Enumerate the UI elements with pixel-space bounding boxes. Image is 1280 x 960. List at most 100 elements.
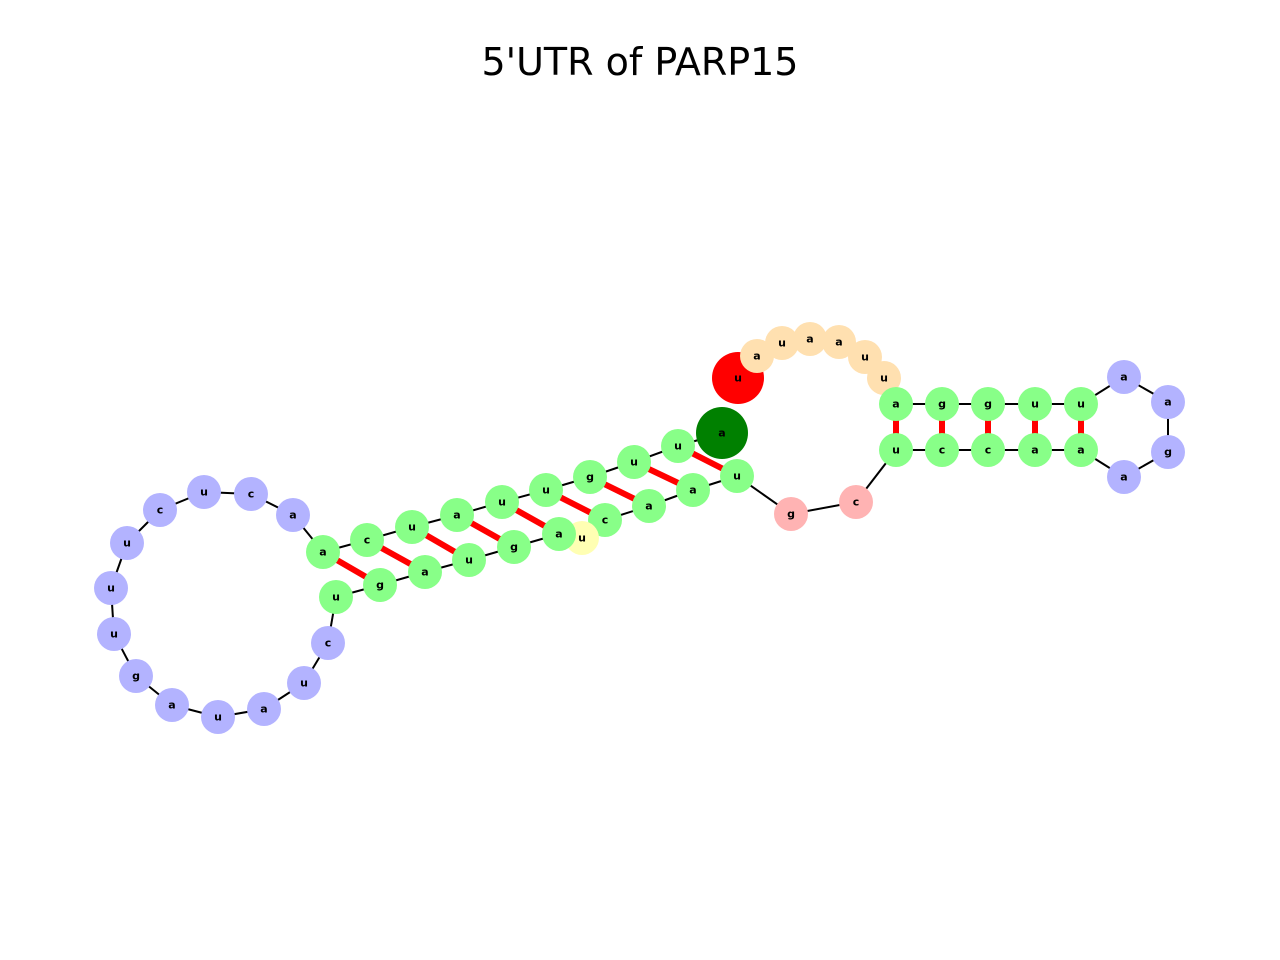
nucleotide-label: g: [376, 579, 384, 592]
nucleotide-label: g: [510, 541, 518, 554]
nucleotide-node-stem: g: [497, 530, 531, 564]
nucleotide-circle: [839, 485, 873, 519]
nucleotide-circle: [97, 617, 131, 651]
nucleotide-node-hairpin-loop: u: [187, 475, 221, 509]
nucleotide-node-unpaired-5prime: a: [822, 325, 856, 359]
nucleotide-node-stem: u: [485, 485, 519, 519]
nucleotide-label: u: [300, 677, 308, 690]
nucleotide-label: c: [602, 514, 609, 527]
nucleotide-circle: [879, 387, 913, 421]
nucleotide-circle: [395, 510, 429, 544]
nucleotide-node-stem: c: [925, 433, 959, 467]
base-pair-bond: [376, 543, 416, 569]
nucleotide-node-unpaired-5prime: u: [867, 361, 901, 395]
nucleotide-node-stem: a: [1018, 433, 1052, 467]
nucleotide-circle: [287, 666, 321, 700]
nucleotide-label: g: [984, 398, 992, 411]
nucleotide-node-hairpin-loop: u: [110, 526, 144, 560]
nucleotide-circle: [319, 580, 353, 614]
nucleotide-label: u: [200, 486, 208, 499]
base-pair-bond: [643, 464, 684, 488]
nucleotide-circle: [1151, 385, 1185, 419]
nucleotide-label: u: [892, 444, 900, 457]
nucleotide-label: u: [110, 628, 118, 641]
nucleotide-label: u: [778, 337, 786, 350]
nucleotide-label: c: [853, 496, 860, 509]
nucleotide-node-stem: u: [319, 580, 353, 614]
nucleotide-label: a: [1120, 371, 1127, 384]
nucleotide-node-hairpin-loop: u: [287, 666, 321, 700]
nucleotide-node-stem: u: [452, 543, 486, 577]
nucleotide-label: c: [325, 637, 332, 650]
nucleotide-circle: [1064, 387, 1098, 421]
nucleotide-label: c: [939, 444, 946, 457]
nucleotide-label: c: [364, 534, 371, 547]
nucleotide-circle: [276, 498, 310, 532]
nucleotide-circle: [363, 568, 397, 602]
nucleotide-label: a: [453, 509, 460, 522]
nucleotide-circle: [774, 497, 808, 531]
nucleotide-node-stem: g: [971, 387, 1005, 421]
nucleotide-node-hairpin-loop: a: [1107, 460, 1141, 494]
nucleotide-label: a: [645, 500, 652, 513]
nucleotide-label: c: [157, 504, 164, 517]
base-pair-bond: [510, 505, 551, 531]
nucleotide-label: u: [465, 554, 473, 567]
nucleotide-node-end-nt: a: [696, 407, 748, 459]
base-pair-bond: [465, 518, 506, 544]
nucleotide-circle: [573, 460, 607, 494]
nucleotide-label: c: [248, 488, 255, 501]
nucleotide-label: u: [107, 582, 115, 595]
nucleotide-node-stem: a: [1064, 433, 1098, 467]
nucleotide-circle: [588, 503, 622, 537]
nucleotide-node-hairpin-loop: u: [201, 700, 235, 734]
nucleotide-circle: [1107, 460, 1141, 494]
nucleotide-label: g: [787, 508, 795, 521]
nucleotide-circle: [110, 526, 144, 560]
nucleotide-label: u: [1077, 398, 1085, 411]
nucleotide-circle: [740, 339, 774, 373]
nucleotide-circle: [529, 473, 563, 507]
nucleotide-label: u: [630, 456, 638, 469]
nucleotide-node-hairpin-loop: a: [247, 692, 281, 726]
nucleotide-node-stem: a: [306, 535, 340, 569]
nucleotide-node-stem: a: [676, 473, 710, 507]
nucleotide-circle: [793, 322, 827, 356]
nucleotide-node-hairpin-loop: c: [143, 493, 177, 527]
nucleotide-label: u: [733, 470, 741, 483]
nucleotide-label: u: [332, 591, 340, 604]
nucleotide-node-stem: u: [395, 510, 429, 544]
nucleotide-label: u: [123, 537, 131, 550]
base-pair-bond: [599, 479, 640, 504]
nucleotide-node-hairpin-loop: u: [97, 617, 131, 651]
nucleotide-label: g: [1164, 446, 1172, 459]
nucleotide-node-stem: u: [617, 445, 651, 479]
nucleotide-node-hairpin-loop: a: [1107, 360, 1141, 394]
nucleotide-node-hairpin-loop: g: [119, 659, 153, 693]
base-pair-bond: [555, 492, 596, 518]
nucleotide-label: a: [168, 699, 175, 712]
nucleotide-label: c: [985, 444, 992, 457]
nucleotide-circle: [971, 433, 1005, 467]
nucleotide-circle: [94, 571, 128, 605]
nucleotide-circle: [119, 659, 153, 693]
nucleotide-circle: [155, 688, 189, 722]
base-pair-bond: [687, 448, 728, 474]
nucleotide-node-hairpin-loop: u: [94, 571, 128, 605]
base-pair-bond: [420, 530, 461, 557]
nucleotide-circle: [408, 555, 442, 589]
nucleotide-circle: [1018, 433, 1052, 467]
nucleotide-node-stem: u: [720, 459, 754, 493]
nucleotide-label: u: [542, 484, 550, 497]
nucleotide-circle: [676, 473, 710, 507]
nucleotide-circle: [485, 485, 519, 519]
nucleotide-node-stem: c: [588, 503, 622, 537]
nucleotide-node-stem: g: [363, 568, 397, 602]
nucleotide-circle: [1107, 360, 1141, 394]
nucleotide-circle: [696, 407, 748, 459]
nucleotide-node-hairpin-loop: c: [311, 626, 345, 660]
nucleotide-label: a: [421, 566, 428, 579]
nucleotide-node-stem: u: [1018, 387, 1052, 421]
